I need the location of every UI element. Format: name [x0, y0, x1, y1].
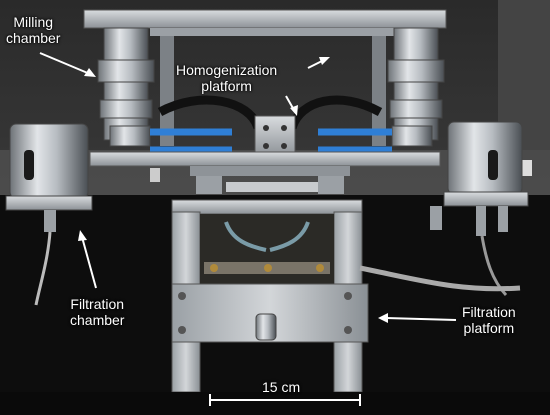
- filtration-chamber-label: Filtration chamber: [70, 296, 124, 328]
- annotation-arrows: [39, 52, 457, 323]
- filtration-platform-label: Filtration platform: [462, 304, 516, 336]
- milling-chamber-label-line1: Milling: [13, 14, 54, 30]
- milling-chamber-label: Milling chamber: [6, 14, 60, 46]
- filtration-platform-label-line2: platform: [463, 320, 515, 336]
- filtration-chamber-label-line2: chamber: [70, 312, 125, 328]
- homogenization-platform-label-line1: Homogenization: [176, 62, 278, 78]
- filtration-chamber-label-line1: Filtration: [70, 296, 125, 312]
- homogenization-platform-label: Homogenization platform: [176, 62, 277, 94]
- milling-chamber-label-line2: chamber: [6, 30, 61, 46]
- scale-bar: [209, 394, 361, 406]
- homogenization-platform-label-line2: platform: [201, 78, 252, 94]
- filtration-platform-label-line1: Filtration: [462, 304, 516, 320]
- scale-bar-label: 15 cm: [262, 379, 301, 395]
